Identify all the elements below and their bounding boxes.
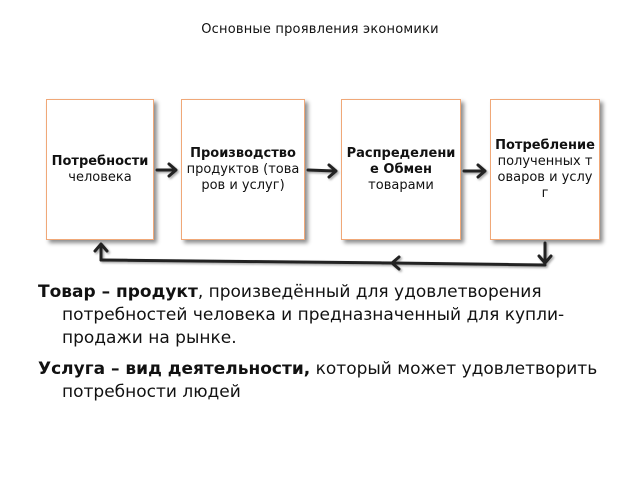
box-consumption: Потребление полученных товаров и услуг: [490, 99, 600, 240]
box-needs-heading: Потребности: [51, 153, 149, 169]
arrow-back-to-needs: [93, 242, 109, 262]
box-production-heading: Производство: [190, 145, 296, 161]
box-consumption-text: полученных товаров и услуг: [497, 153, 593, 201]
definition-goods: Товар – продукт, произведённый для удовл…: [38, 281, 618, 350]
diagram-title: Основные проявления экономики: [201, 22, 439, 37]
definition-service-term: Услуга – вид деятельности,: [38, 359, 311, 379]
definition-goods-text: , произведённый для удовлетворения потре…: [62, 282, 565, 348]
box-distribution: Распределение Обмен товарами: [341, 99, 461, 240]
box-distribution-text: товарами: [368, 177, 434, 193]
box-consumption-heading: Потребление: [495, 137, 595, 153]
arrow-return-line: [99, 255, 547, 271]
arrow-production-to-distribution: [306, 163, 338, 179]
arrow-distribution-to-consumption: [462, 163, 487, 179]
box-production: Производство продуктов (товаров и услуг): [181, 99, 305, 240]
definition-service-text: который может удовлетворить потребности …: [62, 359, 598, 402]
definition-goods-term: Товар – продукт: [38, 282, 198, 302]
arrow-consumption-down: [537, 241, 553, 265]
arrow-needs-to-production: [155, 162, 178, 178]
definition-service: Услуга – вид деятельности, который может…: [38, 358, 618, 404]
box-production-text: продуктов (товаров и услуг): [186, 161, 300, 193]
box-needs-text: человека: [68, 169, 132, 185]
box-distribution-heading: Распределение Обмен: [346, 145, 456, 177]
box-needs: Потребности человека: [46, 99, 154, 240]
